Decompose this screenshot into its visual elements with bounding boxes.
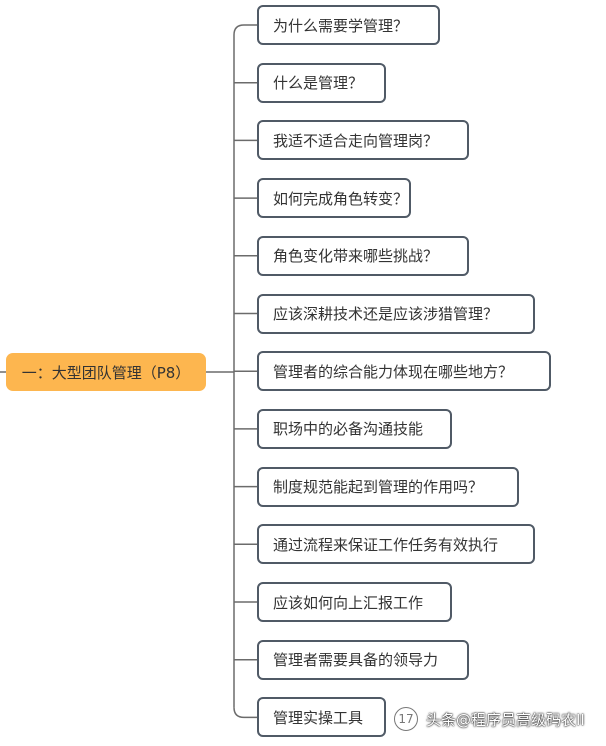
child-topic[interactable]: 如何完成角色转变？ xyxy=(257,178,411,219)
child-topic-label: 制度规范能起到管理的作用吗？ xyxy=(273,478,484,497)
child-topic-label: 应该如何向上汇报工作 xyxy=(273,593,424,612)
child-topic[interactable]: 管理实操工具 xyxy=(257,697,386,738)
child-topic[interactable]: 管理者的综合能力体现在哪些地方？ xyxy=(257,351,551,392)
child-topic-label: 为什么需要学管理？ xyxy=(273,16,409,35)
child-topic[interactable]: 角色变化带来哪些挑战？ xyxy=(257,235,469,276)
child-topic-label: 如何完成角色转变？ xyxy=(273,189,409,208)
child-topic[interactable]: 应该如何向上汇报工作 xyxy=(257,582,452,622)
child-topic-label: 应该深耕技术还是应该涉猎管理？ xyxy=(273,305,499,323)
child-topic[interactable]: 制度规范能起到管理的作用吗？ xyxy=(257,466,519,507)
child-topic[interactable]: 为什么需要学管理？ xyxy=(257,5,440,45)
root-topic[interactable]: 一：大型团队管理（P8） xyxy=(6,353,206,391)
child-topic-label: 管理者的综合能力体现在哪些地方？ xyxy=(273,362,514,381)
watermark-badge: 17 xyxy=(394,707,418,731)
child-topic[interactable]: 管理者需要具备的领导力 xyxy=(257,639,469,680)
child-topic[interactable]: 职场中的必备沟通技能 xyxy=(257,408,452,449)
child-topic-label: 管理实操工具 xyxy=(273,708,364,727)
child-topic-label: 通过流程来保证工作任务有效执行 xyxy=(273,535,499,554)
child-topic[interactable]: 我适不适合走向管理岗？ xyxy=(257,120,469,161)
child-topic-label: 我适不适合走向管理岗？ xyxy=(273,131,439,150)
child-topic[interactable]: 应该深耕技术还是应该涉猎管理？ xyxy=(257,293,535,334)
branch-line xyxy=(233,24,257,36)
child-topic[interactable]: 通过流程来保证工作任务有效执行 xyxy=(257,524,535,565)
watermark: 17 头条@程序员高级码农II xyxy=(394,705,585,733)
child-topic[interactable]: 什么是管理？ xyxy=(257,62,386,103)
child-topic-label: 职场中的必备沟通技能 xyxy=(273,420,424,439)
branch-line xyxy=(233,707,257,719)
watermark-text: 头条@程序员高级码农II xyxy=(426,710,585,729)
root-topic-label: 一：大型团队管理（P8） xyxy=(21,363,191,382)
child-topic-label: 管理者需要具备的领导力 xyxy=(273,651,439,670)
child-topic-label: 角色变化带来哪些挑战？ xyxy=(273,247,439,266)
child-topic-label: 什么是管理？ xyxy=(273,74,364,93)
